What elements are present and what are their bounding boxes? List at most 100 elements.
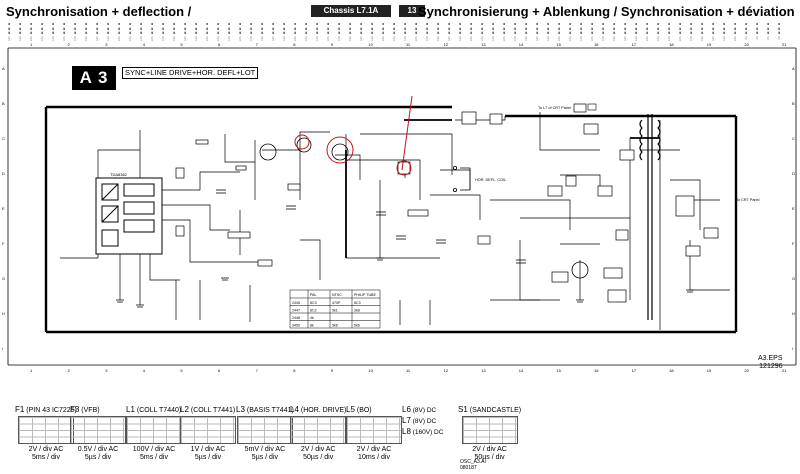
row-index-right: G [792, 276, 795, 281]
ref-strip-tick: ▮▮▮▯ [96, 23, 99, 41]
col-index-bottom: 13 [481, 368, 486, 373]
chassis-badge: Chassis L7.1A [311, 5, 391, 17]
scope-s1-label: S1 (SANDCASTLE) [458, 405, 522, 414]
table-cell: 4k [310, 316, 314, 320]
col-index-bottom: 21 [782, 368, 787, 373]
ref-strip-tick: ▮▮▮▯ [228, 23, 231, 41]
row-index-right: E [792, 206, 795, 211]
ref-strip-tick: ▮▮▮▯ [624, 23, 627, 41]
row-index-left: C [2, 136, 5, 141]
col-index-top: 7 [256, 42, 259, 47]
col-index-top: 9 [331, 42, 334, 47]
col-index-bottom: 17 [632, 368, 637, 373]
col-index-top: 3 [105, 42, 108, 47]
col-index-bottom: 3 [105, 368, 108, 373]
row-index-right: B [792, 101, 795, 106]
sheet-id: A3.EPS 121296 [758, 355, 783, 371]
ic-label: TDA8362 [110, 172, 128, 177]
scope-label: L2 (COLL T7441) [180, 405, 236, 414]
header-title-left: Synchronisation + deflection / [6, 4, 192, 19]
ref-strip-tick: ▮▮▮▯ [140, 23, 143, 41]
ref-strip-tick: ▮▮▮▯ [767, 23, 770, 41]
col-index-top: 6 [218, 42, 221, 47]
ref-strip-tick: ▮▮▮▯ [635, 23, 638, 41]
diagram-id-badge: A 3 [72, 66, 116, 90]
table-cell: 3k8 [354, 309, 360, 313]
sheet-ref: A3.EPS [758, 355, 783, 362]
scope-s1-scale: 2V / div AC 50µs / div [472, 446, 507, 461]
component-blocks [175, 103, 719, 303]
col-index-top: 21 [782, 42, 787, 47]
scope-label: F3 (VFB) [70, 405, 100, 414]
col-index-bottom: 10 [368, 368, 373, 373]
col-index-top: 13 [481, 42, 486, 47]
col-index-top: 19 [707, 42, 712, 47]
table-cell: 8C3 [310, 301, 317, 305]
col-index-top: 4 [143, 42, 146, 47]
ref-strip-tick: ▮▮▮▯ [756, 23, 759, 41]
scope-graticule [126, 416, 182, 444]
col-index-bottom: 15 [556, 368, 561, 373]
ref-strip-tick: ▮▮▮▯ [602, 23, 605, 41]
value-table [289, 289, 381, 329]
scope-graticule [70, 416, 126, 444]
to-crt-top-marker [587, 103, 597, 111]
ref-strip-tick: ▮▮▮▯ [734, 23, 737, 41]
ref-strip-tick: ▮▮▮▯ [239, 23, 242, 41]
ref-strip-tick: ▮▮▮▯ [437, 23, 440, 41]
col-index-bottom: 16 [594, 368, 599, 373]
ref-strip-tick: ▮▮▮▯ [349, 23, 352, 41]
col-index-top: 1 [30, 42, 33, 47]
ref-strip-tick: ▮▮▮▯ [371, 23, 374, 41]
ref-strip-tick: ▮▮▮▯ [107, 23, 110, 41]
ref-strip-tick: ▮▮▮▯ [74, 23, 77, 41]
capacitor-group [216, 189, 526, 264]
ref-strip-tick: ▮▮▮▯ [305, 23, 308, 41]
ref-strip-tick: ▮▮▮▯ [580, 23, 583, 41]
row-index-left: I [2, 346, 3, 351]
col-index-bottom: 4 [143, 368, 146, 373]
col-index-bottom: 14 [519, 368, 524, 373]
col-index-top: 16 [594, 42, 599, 47]
table-cell: 2448 [292, 316, 300, 320]
table-cell: 8k [310, 324, 314, 328]
ref-strip-tick: ▮▮▮▯ [470, 23, 473, 41]
ref-strip-tick: ▮▮▮▯ [151, 23, 154, 41]
ref-strip-tick: ▮▮▮▯ [657, 23, 660, 41]
ref-strip-tick: ▮▮▮▯ [338, 23, 341, 41]
table-cell: 5k1 [332, 309, 338, 313]
ref-strip-tick: ▮▮▮▯ [448, 23, 451, 41]
table-header-cell: PAL [310, 293, 317, 297]
red-circle-small [294, 134, 310, 150]
ref-strip-tick: ▮▮▮▯ [206, 23, 209, 41]
table-cell: 8C3 [354, 301, 361, 305]
scope-graticule [346, 416, 402, 444]
row-index-left: E [2, 206, 5, 211]
row-index-right: H [792, 311, 795, 316]
scope-s1-graticule [461, 416, 518, 444]
ref-strip-tick: ▮▮▮▯ [745, 23, 748, 41]
ref-strip-tick: ▮▮▮▯ [19, 23, 22, 41]
row-index-left: F [2, 241, 5, 246]
row-index-left: G [2, 276, 5, 281]
scope-graticule [290, 416, 347, 444]
ref-strip-tick: ▮▮▮▯ [294, 23, 297, 41]
ref-strip-tick: ▮▮▮▯ [360, 23, 363, 41]
dc-level-l8: L8 (160V) DC [402, 427, 444, 436]
ref-strip-tick: ▮▮▮▯ [382, 23, 385, 41]
ref-strip-tick: ▮▮▮▯ [503, 23, 506, 41]
ref-strip-tick: ▮▮▮▯ [426, 23, 429, 41]
col-index-bottom: 6 [218, 368, 221, 373]
ref-strip-tick: ▮▮▮▯ [723, 23, 726, 41]
scope-graticule [236, 416, 293, 444]
sheet-date: 121296 [759, 363, 783, 370]
col-index-top: 8 [293, 42, 296, 47]
